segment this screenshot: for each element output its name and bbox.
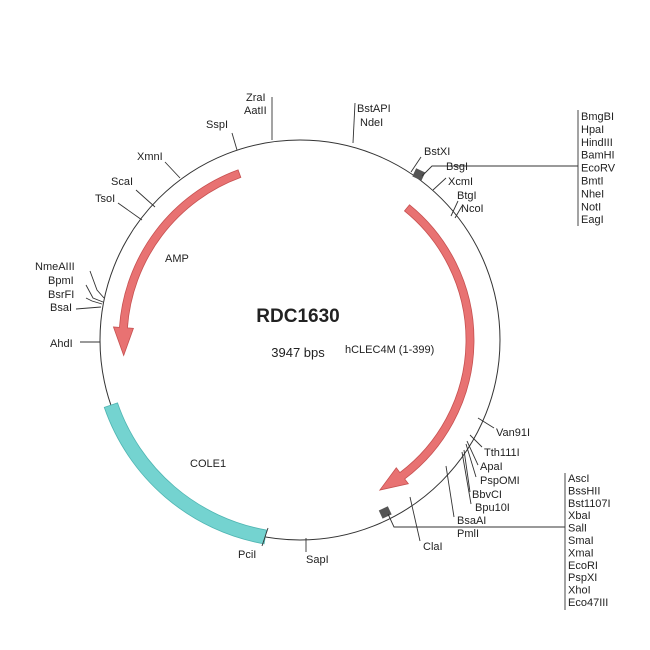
mcs2-site-sali[interactable]: SalI bbox=[568, 523, 587, 535]
site-tick bbox=[85, 297, 103, 305]
hclec4m-arrow bbox=[378, 204, 475, 491]
cole1-band bbox=[103, 402, 267, 545]
mcs2-site-xhoi[interactable]: XhoI bbox=[568, 585, 591, 597]
site-label-zrai[interactable]: ZraI bbox=[246, 92, 266, 104]
site-label-bpmi[interactable]: BpmI bbox=[48, 275, 74, 287]
site-label-apai[interactable]: ApaI bbox=[480, 461, 503, 473]
site-label-ahdi[interactable]: AhdI bbox=[50, 338, 73, 350]
site-tick bbox=[450, 200, 459, 217]
site-label-bstxi[interactable]: BstXI bbox=[424, 146, 450, 158]
site-label-pspomi[interactable]: PspOMI bbox=[480, 475, 520, 487]
site-label-bsai[interactable]: BsaI bbox=[50, 302, 72, 314]
site-tick bbox=[135, 189, 156, 208]
site-label-bbvci[interactable]: BbvCI bbox=[472, 489, 502, 501]
site-label-nmeaiii[interactable]: NmeAIII bbox=[35, 261, 75, 273]
site-tick bbox=[164, 161, 181, 179]
site-tick bbox=[261, 527, 269, 547]
mcs1-leader bbox=[421, 165, 578, 177]
mcs2-leader bbox=[387, 513, 565, 528]
mcs1-marker bbox=[412, 168, 426, 181]
plasmid-name: RDC1630 bbox=[256, 306, 339, 327]
site-tick bbox=[463, 449, 471, 493]
site-label-sapi[interactable]: SapI bbox=[306, 554, 329, 566]
site-label-pmli[interactable]: PmlI bbox=[457, 528, 479, 540]
site-label-aatii[interactable]: AatII bbox=[244, 105, 267, 117]
site-label-tsoi[interactable]: TsoI bbox=[95, 193, 115, 205]
amp-arrow bbox=[112, 169, 242, 357]
plasmid-length: 3947 bps bbox=[271, 345, 325, 360]
site-tick bbox=[465, 443, 477, 478]
site-label-van91i[interactable]: Van91I bbox=[496, 427, 530, 439]
mcs1-site-hpai[interactable]: HpaI bbox=[581, 124, 604, 136]
mcs2-site-asci[interactable]: AscI bbox=[568, 473, 589, 485]
mcs1-site-eagi[interactable]: EagI bbox=[581, 214, 604, 226]
site-tick bbox=[469, 434, 483, 448]
mcs2-site-smai[interactable]: SmaI bbox=[568, 535, 594, 547]
site-label-xmni[interactable]: XmnI bbox=[137, 151, 163, 163]
site-label-bsrfi[interactable]: BsrFI bbox=[48, 289, 74, 301]
site-label-bsgi[interactable]: BsgI bbox=[446, 161, 468, 173]
site-label-clai[interactable]: ClaI bbox=[423, 541, 443, 553]
mcs2-site-xbai[interactable]: XbaI bbox=[568, 510, 591, 522]
site-tick bbox=[231, 132, 238, 151]
site-tick bbox=[410, 156, 422, 173]
site-tick bbox=[432, 177, 447, 191]
mcs1-site-bmti[interactable]: BmtI bbox=[581, 176, 604, 188]
site-tick bbox=[117, 202, 143, 221]
mcs2-site-bsshii[interactable]: BssHII bbox=[568, 485, 600, 497]
mcs1-site-nhei[interactable]: NheI bbox=[581, 188, 604, 200]
site-tick bbox=[445, 465, 455, 518]
site-label-xcmi[interactable]: XcmI bbox=[448, 176, 473, 188]
feature-label-hclec4m: hCLEC4M (1-399) bbox=[345, 344, 434, 356]
site-label-sspi[interactable]: SspI bbox=[206, 119, 228, 131]
site-tick bbox=[461, 451, 472, 505]
site-label-scai[interactable]: ScaI bbox=[111, 176, 133, 188]
site-tick bbox=[454, 205, 463, 219]
mcs1-site-noti[interactable]: NotI bbox=[581, 201, 601, 213]
site-tick bbox=[75, 306, 102, 310]
mcs2-site-eco47iii[interactable]: Eco47III bbox=[568, 597, 608, 609]
mcs1-site-ecorv[interactable]: EcoRV bbox=[581, 163, 616, 175]
mcs1-site-hindiii[interactable]: HindIII bbox=[581, 137, 613, 149]
feature-label-cole1: COLE1 bbox=[190, 458, 226, 470]
backbone-circle bbox=[99, 139, 501, 541]
site-tick bbox=[477, 417, 495, 429]
site-tick bbox=[352, 102, 356, 144]
mcs2-site-bst1107i[interactable]: Bst1107I bbox=[568, 498, 611, 510]
site-tick bbox=[89, 270, 105, 299]
site-label-ndei[interactable]: NdeI bbox=[360, 117, 383, 129]
site-tick bbox=[466, 440, 479, 466]
site-label-pcii[interactable]: PciI bbox=[238, 549, 256, 561]
site-label-bsaai[interactable]: BsaAI bbox=[457, 515, 486, 527]
site-tick bbox=[85, 284, 104, 303]
site-label-bstapi[interactable]: BstAPI bbox=[357, 103, 391, 115]
mcs2-site-ecori[interactable]: EcoRI bbox=[568, 560, 598, 572]
feature-label-amp: AMP bbox=[165, 253, 189, 265]
site-tick bbox=[409, 496, 421, 542]
mcs1-site-bmgbi[interactable]: BmgBI bbox=[581, 111, 614, 123]
site-label-bpu10i[interactable]: Bpu10I bbox=[475, 502, 510, 514]
mcs2-site-pspxi[interactable]: PspXI bbox=[568, 572, 597, 584]
site-label-ncoi[interactable]: NcoI bbox=[461, 203, 484, 215]
site-label-btgi[interactable]: BtgI bbox=[457, 190, 477, 202]
mcs1-site-bamhi[interactable]: BamHI bbox=[581, 150, 615, 162]
mcs2-site-xmai[interactable]: XmaI bbox=[568, 547, 594, 559]
site-label-tth111i[interactable]: Tth111I bbox=[484, 447, 520, 459]
